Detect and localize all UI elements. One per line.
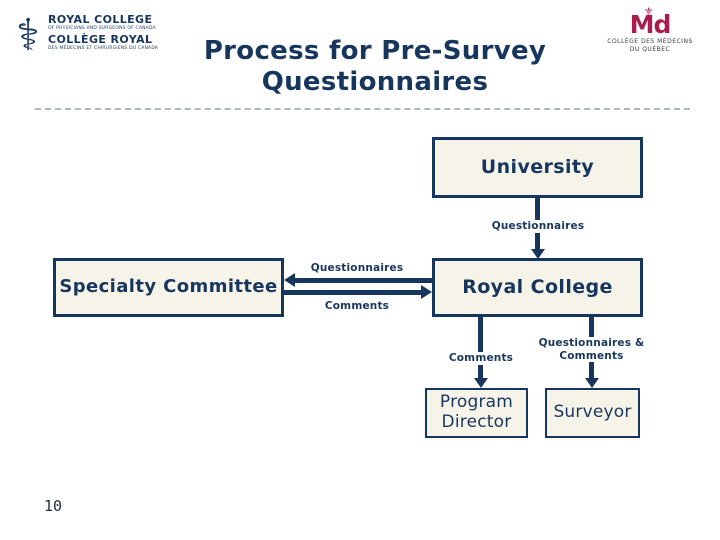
slide-title-line1: Process for Pre-Survey: [203, 36, 547, 66]
logo-sub-en: OF PHYSICIANS AND SURGEONS OF CANADA: [48, 26, 156, 31]
node-surveyor: Surveyor: [545, 388, 640, 438]
page-number: 10: [44, 497, 63, 515]
node-program-director: Program Director: [425, 388, 528, 438]
node-university: University: [432, 137, 643, 198]
royal-college-logo-text: ROYAL COLLEGE OF PHYSICIANS AND SURGEONS…: [48, 14, 158, 52]
edge-royal-college-to-program-director-line: [478, 317, 483, 381]
slide-title: Process for Pre-Survey Questionnaires: [140, 36, 610, 97]
node-specialty-committee: Specialty Committee: [53, 258, 284, 317]
edge-label-specialty-committee-to-royal-college: Comments: [317, 300, 397, 313]
cmq-monogram-text: Md: [629, 10, 672, 39]
cmq-text-line1: COLLÈGE DES MÉDECINS: [607, 38, 693, 45]
node-royal-college-label: Royal College: [462, 275, 613, 298]
cmq-monogram: ⚜ Md: [629, 6, 672, 39]
edge-label-royal-college-to-surveyor: Questionnaires & Comments: [531, 337, 652, 363]
edge-royal-college-to-specialty-committee-line: [295, 278, 432, 283]
arrowhead-down-icon: [585, 378, 599, 388]
royal-college-logo: ⚕ ROYAL COLLEGE OF PHYSICIANS AND SURGEO…: [16, 8, 158, 66]
logo-sub-fr: DES MÉDECINS ET CHIRURGIENS DU CANADA: [48, 46, 159, 51]
node-royal-college: Royal College: [432, 258, 643, 317]
edge-specialty-committee-to-royal-college-line: [284, 290, 421, 295]
arrowhead-down-icon: [474, 378, 488, 388]
node-program-director-label: Program Director: [439, 392, 514, 432]
slide-title-line2: Questionnaires: [261, 66, 489, 97]
edge-label-university-to-royal-college: Questionnaires: [487, 220, 589, 233]
edge-label-royal-college-to-program-director: Comments: [446, 352, 516, 365]
edge-label-royal-college-to-specialty-committee: Questionnaires: [306, 262, 408, 275]
caduceus-icon: ⚕: [16, 10, 40, 61]
node-university-label: University: [480, 155, 595, 178]
logo-name-fr: COLLÈGE ROYAL: [48, 33, 153, 46]
fleur-de-lis-icon: ⚜: [643, 5, 654, 18]
node-surveyor-label: Surveyor: [553, 402, 632, 423]
logo-name-en: ROYAL COLLEGE: [48, 13, 153, 26]
node-specialty-committee-label: Specialty Committee: [59, 276, 278, 298]
cmq-text-line2: DU QUÉBEC: [629, 46, 671, 53]
arrowhead-left-icon: [284, 273, 295, 287]
arrowhead-right-icon: [421, 285, 432, 299]
arrowhead-down-icon: [531, 249, 545, 259]
cmq-logo: ⚜ Md COLLÈGE DES MÉDECINS DU QUÉBEC: [598, 6, 702, 54]
header-divider: [35, 108, 690, 110]
